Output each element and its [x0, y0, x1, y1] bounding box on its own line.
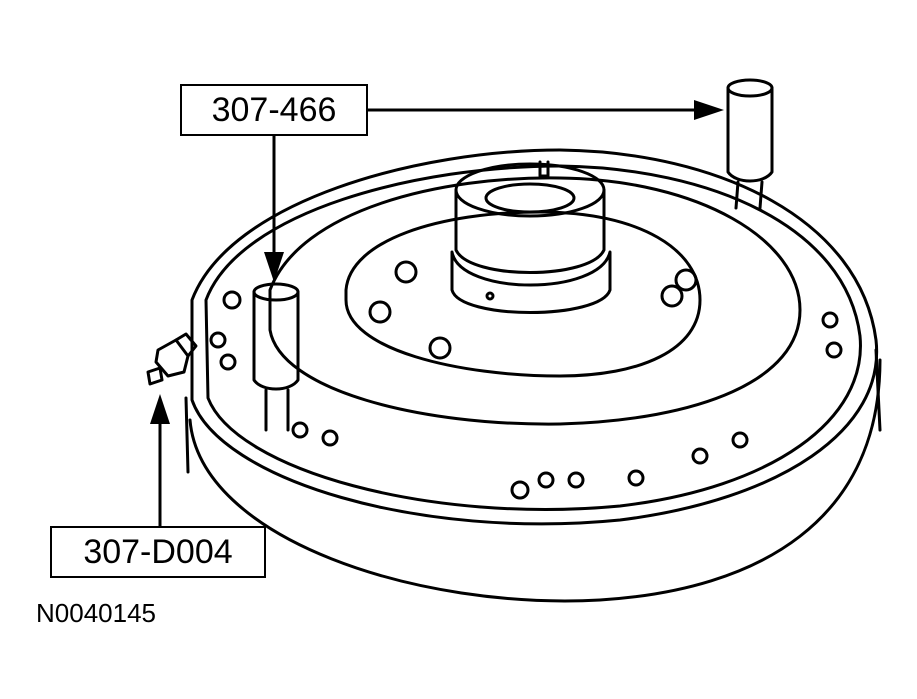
figure-id-label: N0040145 — [36, 598, 156, 628]
bolt-3 — [428, 336, 452, 360]
rim-hole — [567, 471, 585, 489]
pressure-fitting — [146, 332, 198, 386]
rim-hole — [291, 421, 309, 439]
arrowhead-up — [150, 394, 170, 424]
rim-hole — [321, 429, 339, 447]
rim-hole — [627, 469, 645, 487]
callout-307-466: 307-466 — [180, 84, 368, 136]
rim-hole — [222, 290, 242, 310]
rim-hole — [537, 471, 555, 489]
pump-inner-plate — [344, 210, 702, 378]
rim-hole — [731, 431, 749, 449]
pump-body-bottom-edge — [188, 358, 882, 603]
hub-collar — [450, 250, 612, 314]
rim-hole — [825, 341, 843, 359]
alignment-pin-right — [726, 78, 774, 210]
bolt-2 — [368, 300, 392, 324]
bolt-1 — [394, 260, 418, 284]
bolt-4 — [674, 268, 698, 292]
hub-side — [454, 188, 606, 274]
pump-outer-rim-inner — [204, 164, 862, 511]
pump-mid-ring — [268, 176, 802, 426]
hub-key — [538, 160, 550, 178]
rim-hole — [219, 353, 237, 371]
hub-top — [454, 162, 606, 218]
rim-hole — [691, 447, 709, 465]
pump-body-left-side — [184, 396, 190, 474]
hub-hole — [485, 291, 495, 301]
rim-hole — [821, 311, 839, 329]
arrowhead-down — [264, 252, 284, 282]
alignment-pin-left — [252, 282, 300, 432]
pump-outer-rim — [190, 148, 879, 526]
rim-hole — [510, 480, 530, 500]
hub-bore — [484, 182, 576, 214]
rim-hole — [209, 331, 227, 349]
callout-307-d004: 307-D004 — [50, 526, 266, 578]
arrowhead-right — [694, 100, 724, 120]
bolt-5 — [660, 284, 684, 308]
